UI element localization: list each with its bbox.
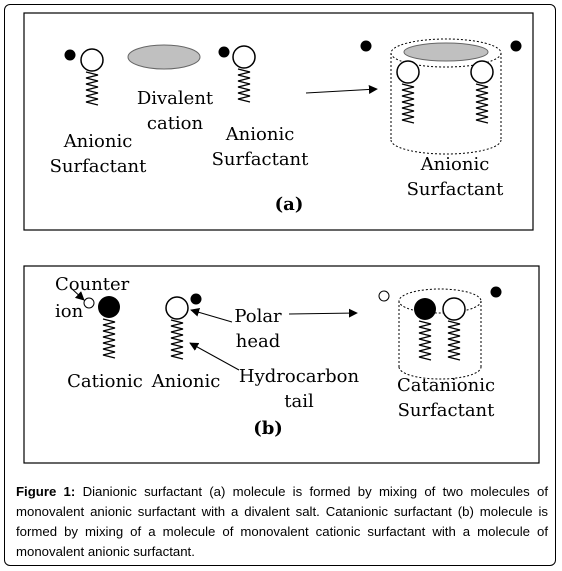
counter-ion-dot: [360, 40, 372, 52]
counter-ion-dot: [510, 40, 522, 52]
counter-ion-circle: [83, 297, 95, 309]
hydrocarbon-tail: [447, 320, 461, 361]
hydrocarbon-label-1: Hydrocarbon: [239, 366, 360, 387]
counter-ion-label-1: Counter: [55, 274, 130, 295]
surfactant-diagram: Anionic Surfactant Divalent cation Anion…: [23, 12, 540, 464]
anionic-right-label-1: Anionic: [420, 154, 490, 175]
panel-a-frame: [23, 12, 534, 231]
reaction-arrow-a: [305, 84, 378, 94]
anionic-left-label-2: Surfactant: [50, 156, 148, 177]
counter-ion-dot: [218, 46, 230, 58]
reaction-arrow-b: [288, 308, 358, 318]
anionic-mid-label-2: Surfactant: [212, 149, 310, 170]
anionic-mid-label-1: Anionic: [225, 124, 295, 145]
catanionic-surfactant: [378, 286, 502, 380]
polar-head: [396, 60, 420, 84]
anionic-surfactant-mid: [218, 45, 256, 103]
figure-caption: Figure 1: Dianionic surfactant (a) molec…: [16, 482, 548, 562]
counter-ion-dot: [490, 286, 502, 298]
divalent-label-1: Divalent: [137, 88, 214, 109]
figure-label: Figure 1:: [16, 484, 76, 499]
hydrocarbon-tail: [401, 83, 415, 124]
hydrocarbon-tail: [237, 68, 251, 103]
cationic-surfactant: [83, 296, 120, 359]
panel-b-frame: [23, 265, 540, 464]
anionic-left-label-1: Anionic: [63, 131, 133, 152]
polar-head: [470, 60, 494, 84]
polar-head-pointer: [190, 307, 233, 323]
polar-head-cationic: [414, 298, 436, 320]
hydrocarbon-tail: [170, 319, 184, 360]
counter-ion-pointer: [70, 287, 85, 301]
cationic-label: Cationic: [67, 371, 143, 392]
anionic-surfactant-left: [64, 48, 104, 106]
figure-frame: [4, 4, 556, 566]
counter-ion-circle: [378, 290, 390, 302]
hydrocarbon-tail: [85, 71, 99, 106]
micelle-outline-bottom: [398, 366, 482, 380]
counter-ion-label-2: ion: [55, 301, 84, 322]
micelle-outline-top: [398, 288, 482, 314]
polar-head-label-1: Polar: [234, 306, 282, 327]
anionic-surfactant-b: [165, 293, 202, 360]
polar-head: [165, 296, 189, 320]
polar-head-anionic: [442, 297, 466, 321]
hydrocarbon-tail: [475, 83, 489, 124]
tail-pointer: [189, 342, 240, 371]
catanionic-label-2: Surfactant: [398, 400, 496, 421]
divalent-label-2: cation: [147, 113, 204, 134]
hydrocarbon-tail: [102, 318, 116, 359]
micelle-outline-bottom: [390, 139, 502, 155]
hydrocarbon-tail: [418, 320, 432, 361]
polar-head: [232, 45, 256, 69]
divalent-cation: [127, 44, 201, 70]
panel-b-label: (b): [253, 418, 283, 439]
catanionic-label-1: Catanionic: [397, 375, 495, 396]
panel-a-label: (a): [275, 194, 304, 215]
dianionic-surfactant: [360, 38, 522, 155]
counter-ion-dot: [64, 49, 76, 61]
anionic-b-label: Anionic: [151, 371, 221, 392]
caption-text: Dianionic surfactant (a) molecule is for…: [16, 484, 548, 559]
polar-head: [80, 48, 104, 72]
polar-head-label-2: head: [236, 331, 281, 352]
counter-ion-dot: [190, 293, 202, 305]
hydrocarbon-label-2: tail: [284, 391, 314, 412]
divalent-cation: [403, 42, 489, 62]
anionic-right-label-2: Surfactant: [407, 179, 505, 200]
polar-head: [98, 296, 120, 318]
